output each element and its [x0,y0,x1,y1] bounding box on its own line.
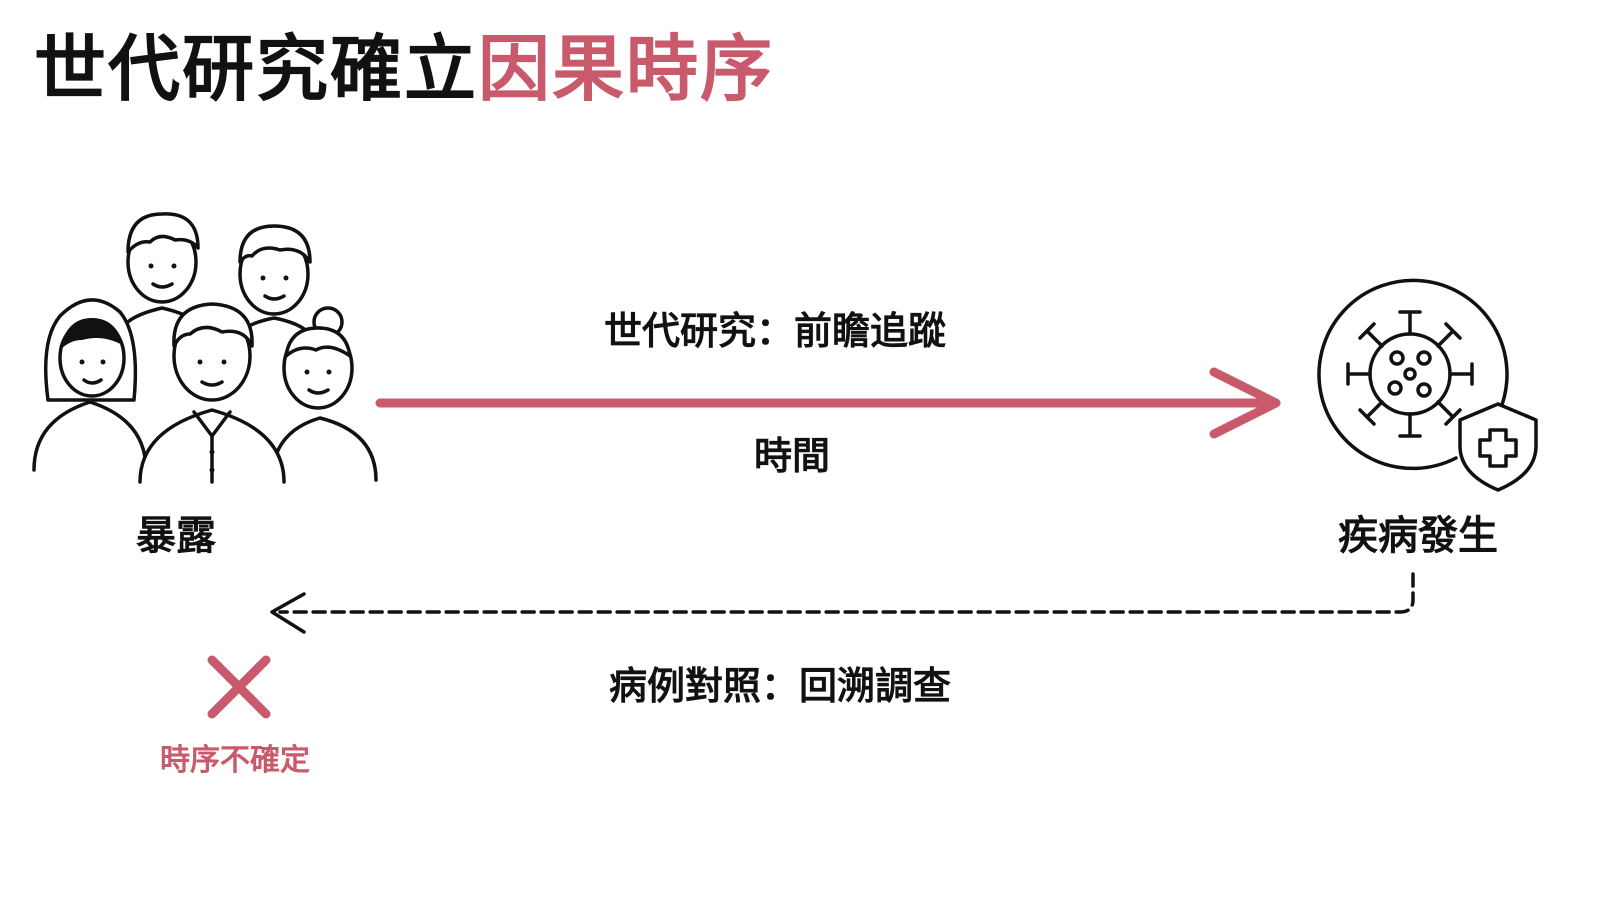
people-group-icon [32,212,378,484]
person-back-right [230,224,318,352]
title-accent: 因果時序 [478,27,775,111]
cohort-time-arrow [375,367,1281,439]
case-control-arrow [270,572,1415,634]
outer-ring [1317,278,1509,471]
exposure-label: 暴露 [136,513,216,559]
cross-icon [207,655,271,719]
case-control-label: 病例對照：回溯調查 [609,664,952,708]
page-title: 世代研究確立因果時序 [34,27,775,111]
disease-label: 疾病發生 [1338,513,1498,559]
cohort-study-label: 世代研究：前瞻追蹤 [604,309,947,353]
person-left-woman [32,298,148,472]
person-front-center [138,302,286,484]
timing-uncertain-label: 時序不確定 [160,743,310,778]
title-main: 世代研究確立 [34,27,479,111]
virus-shield-icon [1317,278,1538,492]
person-right-woman [270,306,378,482]
person-back-left [116,212,208,342]
time-axis-label: 時間 [754,434,831,478]
